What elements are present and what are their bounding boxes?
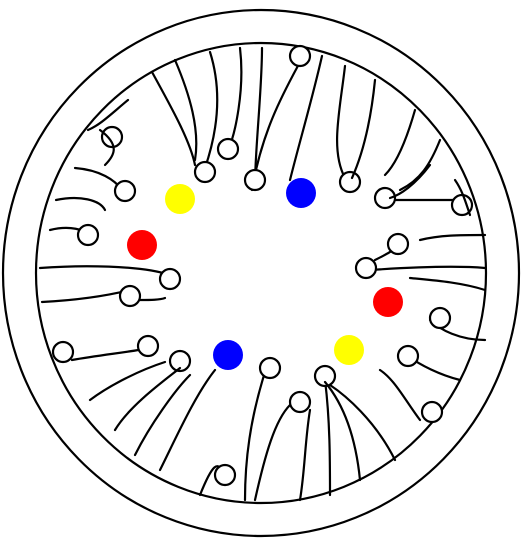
inner-ring	[36, 43, 486, 503]
tendrils	[40, 46, 485, 500]
red-dot-right[interactable]	[373, 287, 403, 317]
yellow-dot-lower-right[interactable]	[334, 335, 364, 365]
red-dot-left[interactable]	[127, 230, 157, 260]
blue-dot-bottom[interactable]	[213, 340, 243, 370]
blue-dot-top[interactable]	[286, 178, 316, 208]
yellow-dot-upper-left[interactable]	[165, 184, 195, 214]
